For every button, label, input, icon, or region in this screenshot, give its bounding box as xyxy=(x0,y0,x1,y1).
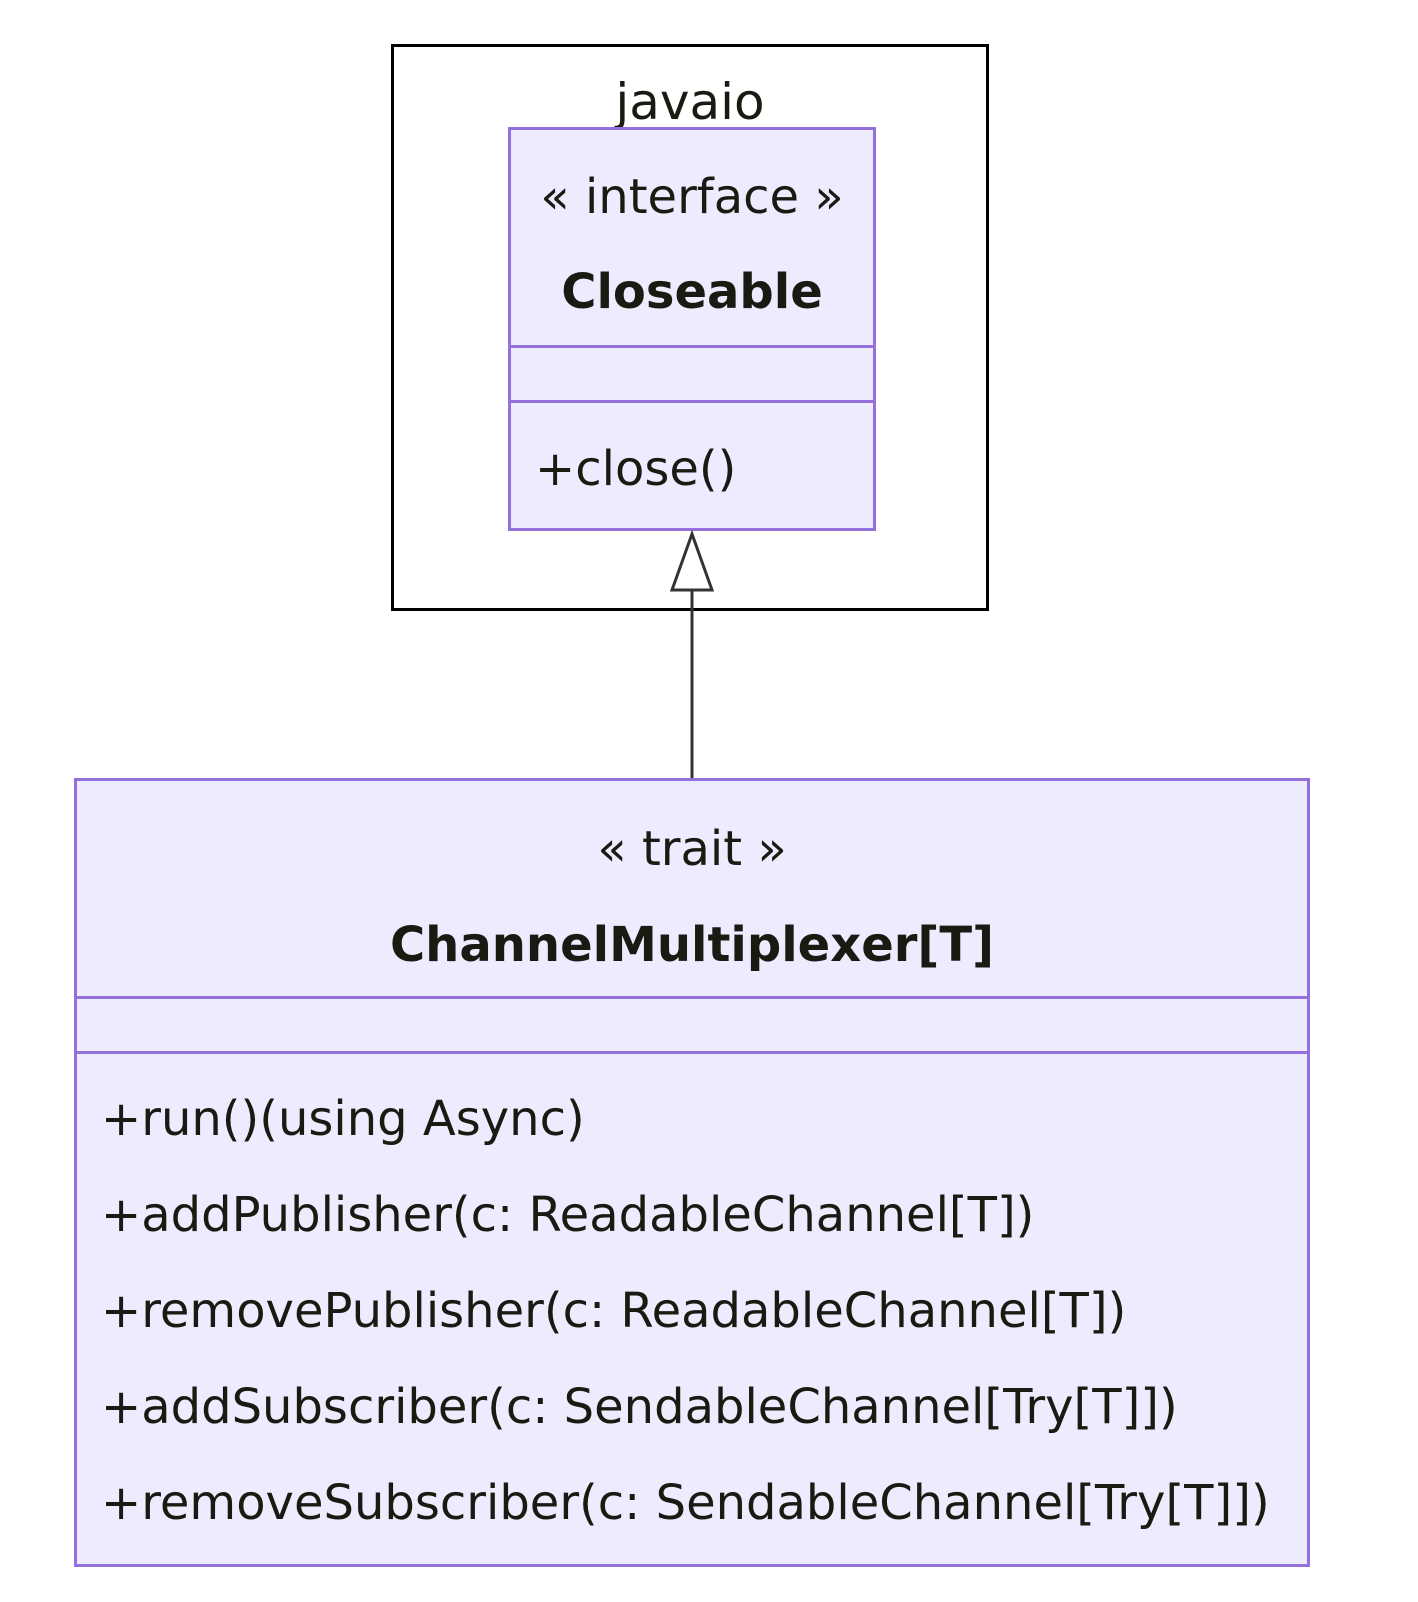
closeable-name: Closeable xyxy=(561,264,823,320)
multiplexer-method-add-publisher: +addPublisher(c: ReadableChannel[T]) xyxy=(101,1187,1035,1243)
hollow-triangle-arrowhead xyxy=(669,529,715,592)
closeable-attributes-compartment xyxy=(511,345,873,400)
multiplexer-method-run: +run()(using Async) xyxy=(101,1091,585,1147)
multiplexer-method-add-subscriber: +addSubscriber(c: SendableChannel[Try[T]… xyxy=(101,1379,1178,1435)
package-label: javaio xyxy=(615,73,765,131)
multiplexer-attributes-compartment xyxy=(77,996,1307,1051)
class-channel-multiplexer: « trait » ChannelMultiplexer[T] +run()(u… xyxy=(74,778,1310,1567)
class-closeable: « interface » Closeable +close() xyxy=(508,127,876,531)
multiplexer-name: ChannelMultiplexer[T] xyxy=(389,917,995,973)
multiplexer-stereotype: « trait » xyxy=(597,821,787,877)
closeable-stereotype: « interface » xyxy=(540,169,844,225)
multiplexer-method-remove-subscriber: +removeSubscriber(c: SendableChannel[Try… xyxy=(101,1475,1270,1531)
closeable-methods-compartment xyxy=(511,400,873,528)
multiplexer-method-remove-publisher: +removePublisher(c: ReadableChannel[T]) xyxy=(101,1283,1127,1339)
multiplexer-methods-compartment xyxy=(77,1051,1307,1564)
closeable-method-close: +close() xyxy=(535,441,737,497)
